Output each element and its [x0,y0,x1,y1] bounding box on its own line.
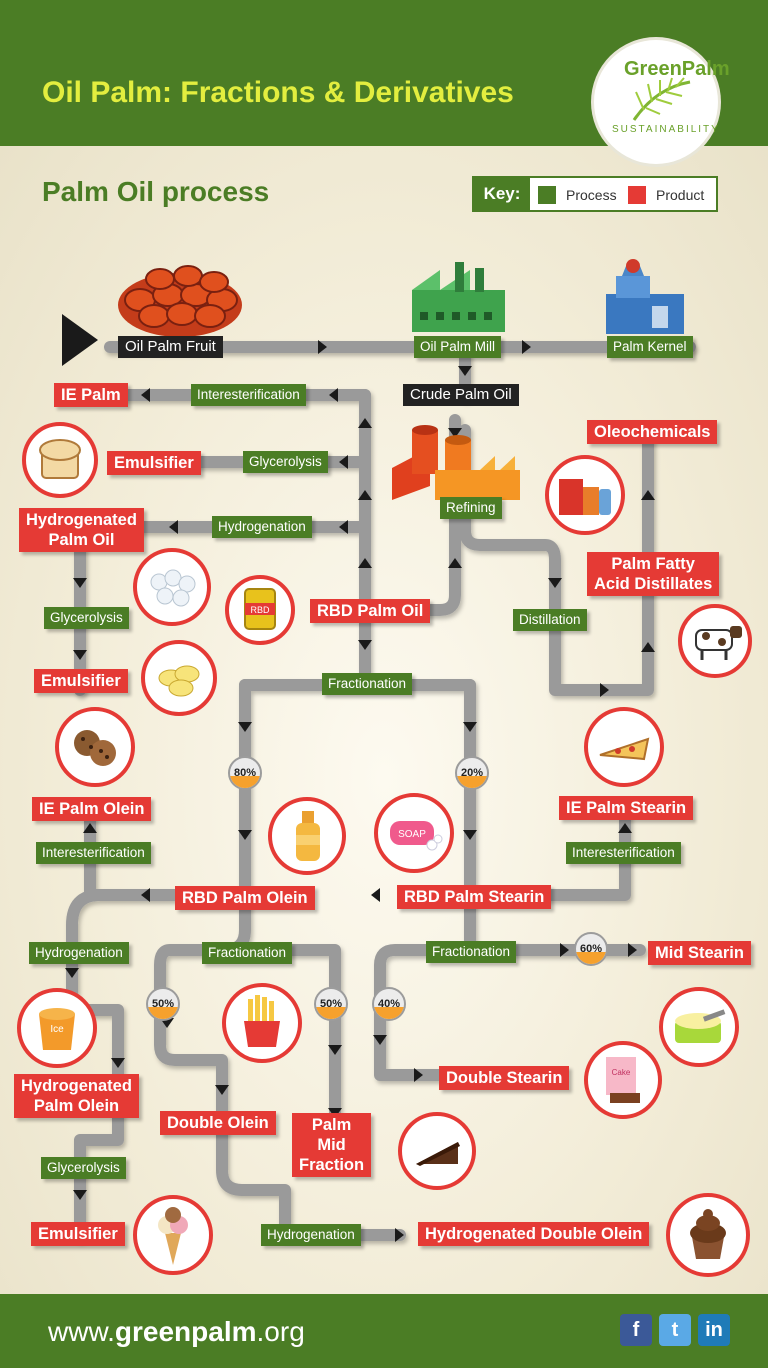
process-glycerolysis-1: Glycerolysis [243,451,328,473]
oil-palm-fruit-node: Oil Palm Fruit [118,336,223,358]
page-title: Oil Palm: Fractions & Derivatives [42,76,514,109]
fat-flakes-icon [133,548,211,626]
cookies-icon [55,707,135,787]
butter-curls-icon [141,640,217,716]
process-interesterification-1: Interesterification [191,384,306,406]
split-gauge-stearin: 20% [455,756,489,790]
split-label: 80% [233,767,257,779]
split-gauge-mid-fraction: 50% [314,987,348,1021]
split-label: 50% [319,998,343,1010]
pizza-icon [584,707,664,787]
cupcake-icon [666,1193,750,1277]
footer-bar: www.greenpalm.org f t in [0,1294,768,1368]
facebook-icon[interactable]: f [620,1314,652,1346]
start-arrow-icon [62,314,98,366]
url-suffix: .org [256,1316,305,1347]
product-mid-stearin: Mid Stearin [648,941,751,965]
greenpalm-logo[interactable]: GreenPalm SUSTAINABILITY [594,40,730,164]
palm-kernel-node: Palm Kernel [607,336,693,358]
product-rbd-palm-oil: RBD Palm Oil [310,599,431,623]
process-fractionation-2: Fractionation [202,942,293,964]
product-emulsifier-2: Emulsifier [34,669,128,693]
product-hydrogenated-double-olein: Hydrogenated Double Olein [418,1222,650,1246]
split-gauge-mid-stearin: 60% [574,932,608,966]
product-hydrogenated-palm-olein: Hydrogenated Palm Olein [14,1074,139,1118]
process-swatch [538,186,556,204]
logo-tagline: SUSTAINABILITY [612,124,720,135]
process-hydrogenation-2: Hydrogenation [29,942,129,964]
oleochemical-products-icon [545,455,625,535]
product-emulsifier-1: Emulsifier [107,451,201,475]
split-label: 60% [579,943,603,955]
process-hydrogenation-3: Hydrogenation [261,1224,361,1246]
oil-bottle-icon [268,797,346,875]
cake-box-icon: Cake [584,1041,662,1119]
process-hydrogenation-1: Hydrogenation [212,516,312,538]
chocolate-cake-slice-icon [398,1112,476,1190]
product-ie-palm: IE Palm [54,383,128,407]
process-refining: Refining [440,497,502,519]
website-link[interactable]: www.greenpalm.org [48,1316,305,1348]
split-label: 20% [460,767,484,779]
product-palm-fatty-acid-distillates: Palm Fatty Acid Distillates [587,552,720,596]
process-fractionation-3: Fractionation [426,941,517,963]
product-rbd-palm-stearin: RBD Palm Stearin [397,885,552,909]
url-domain: greenpalm [114,1316,257,1347]
split-label: 50% [151,998,175,1010]
ice-cream-tub-icon: Ice [17,988,97,1068]
twitter-icon[interactable]: t [659,1314,691,1346]
process-fractionation-1: Fractionation [322,673,413,695]
split-gauge-double-stearin: 40% [372,987,406,1021]
svg-text:Cake: Cake [612,1068,631,1077]
product-swatch [628,186,646,204]
svg-text:RBD: RBD [250,605,270,615]
logo-name: GreenPalm [624,58,730,80]
linkedin-icon[interactable]: in [698,1314,730,1346]
product-emulsifier-3: Emulsifier [31,1222,125,1246]
svg-text:Ice: Ice [50,1024,64,1035]
process-glycerolysis-2: Glycerolysis [44,607,129,629]
product-rbd-palm-olein: RBD Palm Olein [175,886,315,910]
process-interesterification-3: Interesterification [566,842,681,864]
legend-key: Key: Process Product [472,176,718,212]
product-oleochemicals: Oleochemicals [587,420,718,444]
key-process: Process [566,187,617,203]
product-ie-palm-olein: IE Palm Olein [32,797,152,821]
process-interesterification-2: Interesterification [36,842,151,864]
split-gauge-olein: 80% [228,756,262,790]
soap-icon: SOAP [374,793,454,873]
split-gauge-double-olein: 50% [146,987,180,1021]
cow-icon [678,604,752,678]
product-double-olein: Double Olein [160,1111,276,1135]
fries-icon [222,983,302,1063]
rbd-can-icon: RBD [225,575,295,645]
section-title: Palm Oil process [42,176,270,207]
split-label: 40% [377,998,401,1010]
key-label: Key: [474,178,530,210]
ice-cream-cone-icon [133,1195,213,1275]
product-double-stearin: Double Stearin [439,1066,570,1090]
svg-text:SOAP: SOAP [398,829,426,840]
palm-leaf-icon [632,77,691,121]
oil-palm-mill-node: Oil Palm Mill [414,336,502,358]
product-hydrogenated-palm-oil: Hydrogenated Palm Oil [19,508,144,552]
crude-palm-oil-node: Crude Palm Oil [403,384,519,406]
bread-icon [22,422,98,498]
process-distillation: Distillation [513,609,587,631]
key-product: Product [656,187,705,203]
product-ie-palm-stearin: IE Palm Stearin [559,796,694,820]
process-glycerolysis-3: Glycerolysis [41,1157,126,1179]
product-palm-mid-fraction: Palm Mid Fraction [292,1113,372,1177]
margarine-tub-icon [659,987,739,1067]
url-prefix: www. [48,1316,115,1347]
